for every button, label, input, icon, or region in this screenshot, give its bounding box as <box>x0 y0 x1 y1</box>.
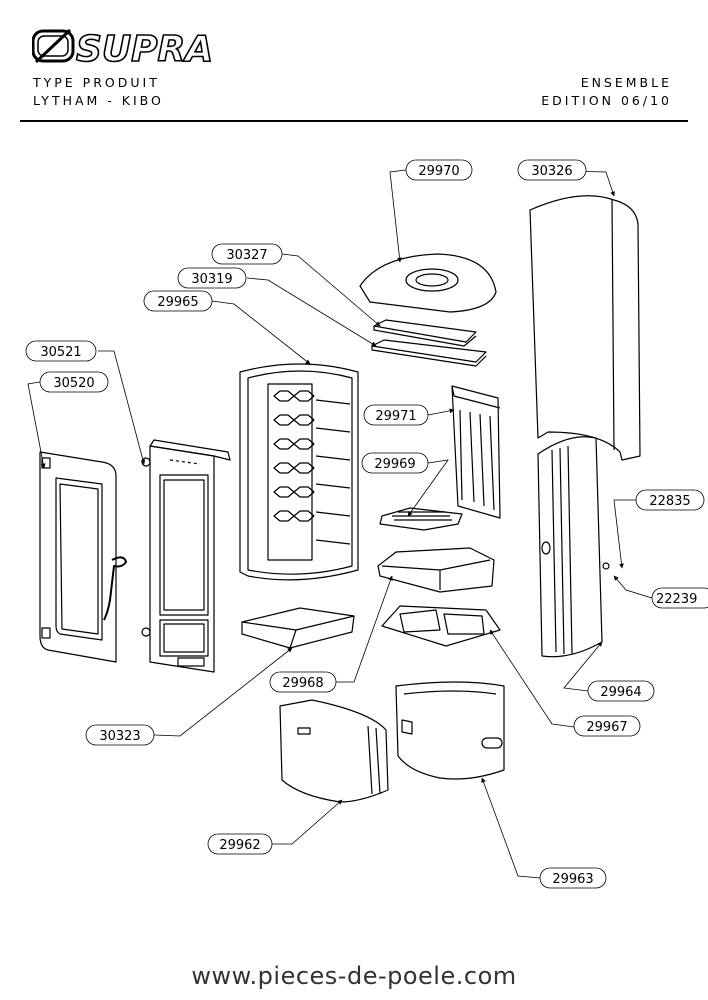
ash-tray-part <box>241 607 355 649</box>
svg-text:30520: 30520 <box>53 376 94 391</box>
svg-text:29969: 29969 <box>374 457 415 472</box>
svg-text:30327: 30327 <box>226 248 267 263</box>
edition-block: ENSEMBLE EDITION 06/10 <box>541 74 672 110</box>
front-shell-part <box>279 699 389 803</box>
leader-lines <box>27 169 653 879</box>
callout-29962: 29962 <box>207 833 273 855</box>
callout-29967: 29967 <box>573 715 641 737</box>
header-divider <box>20 120 688 122</box>
svg-text:29962: 29962 <box>219 838 260 853</box>
assembly-label: ENSEMBLE <box>580 75 672 90</box>
callout-30520: 30520 <box>39 371 109 393</box>
product-type-label: TYPE PRODUIT <box>33 75 160 90</box>
ash-plate-part <box>381 605 501 647</box>
callout-29970: 29970 <box>405 159 473 181</box>
callout-22835: 22835 <box>635 489 705 511</box>
baffle-plates <box>371 319 487 367</box>
callout-29964: 29964 <box>587 680 655 702</box>
svg-text:29968: 29968 <box>282 676 323 691</box>
product-type-block: TYPE PRODUIT LYTHAM - KIBO <box>33 74 164 110</box>
callout-29971: 29971 <box>363 404 429 426</box>
side-panel-front-part <box>537 436 610 658</box>
callout-29963: 29963 <box>539 867 607 889</box>
air-plate-part <box>451 385 501 519</box>
callout-29969: 29969 <box>361 452 429 474</box>
top-cover-part <box>359 253 497 313</box>
callout-30319: 30319 <box>177 267 247 289</box>
brand-name: SUPRA <box>76 29 213 66</box>
side-panel-rear-part <box>529 195 641 461</box>
edition-label: EDITION 06/10 <box>541 93 672 108</box>
door-frame-part <box>141 439 231 673</box>
callout-30326: 30326 <box>517 159 587 181</box>
svg-text:29971: 29971 <box>375 409 416 424</box>
product-model-name: LYTHAM - KIBO <box>33 93 164 108</box>
door-part <box>39 451 127 663</box>
svg-text:29965: 29965 <box>157 295 198 310</box>
callout-22239: 22239 <box>651 587 708 609</box>
firebox-back-part <box>239 363 359 581</box>
svg-text:29967: 29967 <box>586 720 627 735</box>
back-shell-part <box>395 681 505 780</box>
svg-text:22239: 22239 <box>656 592 697 607</box>
callout-30327: 30327 <box>211 243 283 265</box>
callout-30323: 30323 <box>85 724 155 746</box>
svg-text:29970: 29970 <box>418 164 459 179</box>
grate-part <box>379 507 463 531</box>
website-url: www.pieces-de-poele.com <box>191 962 517 990</box>
svg-text:22835: 22835 <box>649 494 690 509</box>
supra-logo: SUPRA <box>32 28 214 66</box>
svg-text:29963: 29963 <box>552 872 593 887</box>
part-callouts: 29970 30326 30327 30319 29965 30521 3052… <box>25 159 708 889</box>
hearth-base-part <box>377 547 495 593</box>
svg-text:30319: 30319 <box>191 272 232 287</box>
svg-text:29964: 29964 <box>600 685 641 700</box>
svg-text:30323: 30323 <box>99 729 140 744</box>
callout-30521: 30521 <box>25 340 97 362</box>
callout-29965: 29965 <box>143 290 213 312</box>
svg-text:30521: 30521 <box>40 345 81 360</box>
svg-text:30326: 30326 <box>531 164 572 179</box>
callout-29968: 29968 <box>269 671 337 693</box>
